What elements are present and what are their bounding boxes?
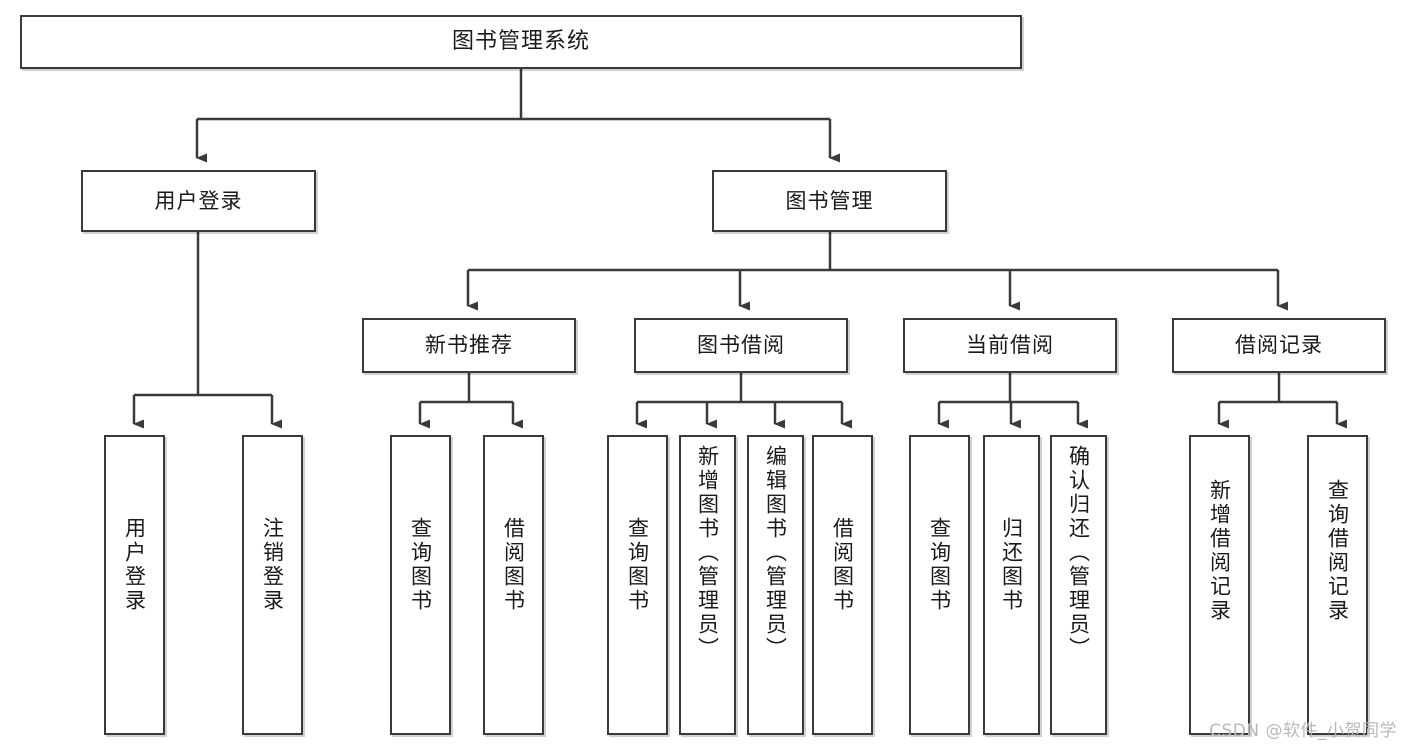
node-leaf-edit-book[interactable]: 编辑图书（管理员） — [747, 435, 804, 735]
node-leaf-return-book-label: 归还图书 — [999, 517, 1024, 613]
node-leaf-add-book[interactable]: 新增图书（管理员） — [679, 435, 736, 735]
node-new-book-recommend[interactable]: 新书推荐 — [362, 318, 576, 373]
node-leaf-borrow-book-1[interactable]: 借阅图书 — [483, 435, 544, 735]
node-leaf-query-book-1-label: 查询图书 — [408, 517, 433, 613]
node-leaf-confirm-return[interactable]: 确认归还（管理员） — [1050, 435, 1107, 735]
node-leaf-query-record-label: 查询借阅记录 — [1325, 479, 1350, 623]
node-leaf-add-book-label: 新增图书（管理员） — [695, 445, 720, 661]
node-leaf-user-login[interactable]: 用户登录 — [104, 435, 165, 735]
node-user-login[interactable]: 用户登录 — [81, 170, 316, 232]
node-leaf-add-record[interactable]: 新增借阅记录 — [1189, 435, 1250, 735]
node-leaf-query-book-2[interactable]: 查询图书 — [607, 435, 668, 735]
node-leaf-query-record[interactable]: 查询借阅记录 — [1307, 435, 1368, 735]
node-leaf-borrow-book-2-label: 借阅图书 — [830, 517, 855, 613]
node-root-label: 图书管理系统 — [451, 29, 590, 55]
node-leaf-query-book-3[interactable]: 查询图书 — [909, 435, 970, 735]
node-book-manage[interactable]: 图书管理 — [712, 170, 947, 232]
node-user-login-label: 用户登录 — [154, 188, 243, 213]
node-leaf-edit-book-label: 编辑图书（管理员） — [763, 445, 788, 661]
node-leaf-logout[interactable]: 注销登录 — [242, 435, 303, 735]
node-new-book-recommend-label: 新书推荐 — [425, 333, 513, 358]
node-leaf-return-book[interactable]: 归还图书 — [983, 435, 1040, 735]
node-leaf-confirm-return-label: 确认归还（管理员） — [1066, 445, 1091, 661]
node-current-borrow[interactable]: 当前借阅 — [903, 318, 1117, 373]
node-leaf-query-book-3-label: 查询图书 — [927, 517, 952, 613]
node-leaf-query-book-2-label: 查询图书 — [625, 517, 650, 613]
node-book-borrow-label: 图书借阅 — [697, 333, 785, 358]
node-leaf-borrow-book-2[interactable]: 借阅图书 — [812, 435, 873, 735]
node-leaf-user-login-label: 用户登录 — [122, 517, 147, 613]
node-leaf-query-book-1[interactable]: 查询图书 — [390, 435, 451, 735]
node-leaf-borrow-book-1-label: 借阅图书 — [501, 517, 526, 613]
node-book-borrow[interactable]: 图书借阅 — [634, 318, 848, 373]
node-borrow-record[interactable]: 借阅记录 — [1172, 318, 1386, 373]
node-borrow-record-label: 借阅记录 — [1235, 333, 1323, 358]
node-book-manage-label: 图书管理 — [785, 188, 874, 213]
node-current-borrow-label: 当前借阅 — [966, 333, 1054, 358]
node-root[interactable]: 图书管理系统 — [20, 15, 1022, 69]
csdn-watermark: CSDN @软件_小贺同学 — [1209, 721, 1397, 741]
node-leaf-logout-label: 注销登录 — [260, 517, 285, 613]
node-leaf-add-record-label: 新增借阅记录 — [1207, 479, 1232, 623]
